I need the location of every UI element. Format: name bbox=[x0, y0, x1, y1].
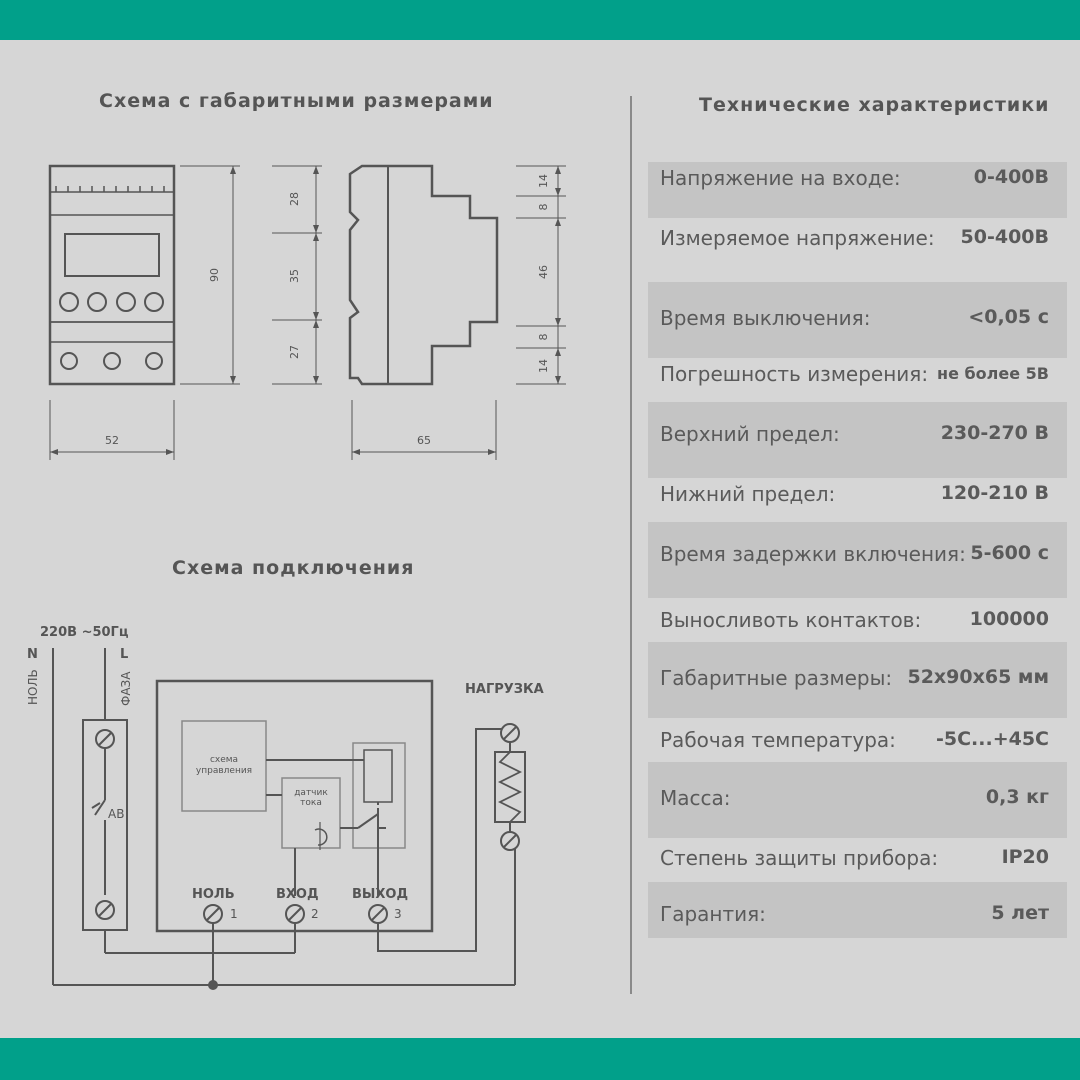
spec-value: -5С...+45С bbox=[935, 728, 1049, 750]
spec-value: IP20 bbox=[1001, 846, 1049, 868]
spec-label: Степень защиты прибора: bbox=[660, 846, 939, 870]
dim-front-width: 52 bbox=[105, 434, 119, 447]
spec-table: Напряжение на входе: 0-400В Измеряемое на… bbox=[648, 162, 1067, 942]
spec-row: Габаритные размеры: 52x90x65 мм bbox=[648, 642, 1067, 718]
side-arrows bbox=[352, 166, 561, 455]
column-divider bbox=[630, 96, 632, 994]
screw-icon bbox=[500, 831, 520, 851]
technical-drawing: 90 28 35 27 52 14 8 46 8 14 65 bbox=[26, 164, 566, 990]
spec-label: Нижний предел: bbox=[660, 482, 836, 506]
phase-label: ФАЗА bbox=[119, 671, 133, 706]
spec-row: Погрешность измерения: не более 5В bbox=[648, 358, 1067, 402]
spec-row: Время выключения: <0,05 с bbox=[648, 282, 1067, 358]
side-view bbox=[348, 164, 499, 386]
spec-row: Степень защиты прибора: IP20 bbox=[648, 838, 1067, 882]
dim-side-segment-5: 14 bbox=[537, 359, 550, 373]
terminal-number-3: 3 bbox=[394, 907, 402, 921]
screw-icon bbox=[203, 904, 223, 924]
spec-value: 0-400В bbox=[973, 166, 1049, 188]
front-dimension-lines bbox=[49, 165, 322, 460]
spec-value: 52x90x65 мм bbox=[907, 666, 1049, 688]
top-band bbox=[0, 0, 1080, 40]
spec-label: Масса: bbox=[660, 786, 731, 810]
dimensions-heading: Схема с габаритными размерами bbox=[99, 90, 494, 112]
front-arrows bbox=[50, 166, 319, 455]
spec-value: 5 лет bbox=[991, 902, 1049, 924]
front-view bbox=[48, 164, 176, 386]
spec-value: 230-270 В bbox=[940, 422, 1049, 444]
dim-front-height: 90 bbox=[208, 268, 221, 282]
terminal-number-2: 2 bbox=[311, 907, 319, 921]
terminal-label-1: НОЛЬ bbox=[192, 887, 235, 902]
phase-letter: L bbox=[120, 647, 128, 662]
spec-label: Гарантия: bbox=[660, 902, 766, 926]
spec-value: 100000 bbox=[969, 608, 1049, 630]
breaker-label: АВ bbox=[108, 807, 124, 821]
wiring-diagram bbox=[52, 648, 526, 990]
screw-icon bbox=[368, 904, 388, 924]
terminal-screws bbox=[95, 723, 520, 924]
screw-icon bbox=[95, 900, 115, 920]
spec-label: Рабочая температура: bbox=[660, 728, 896, 752]
dim-side-segment-2: 8 bbox=[537, 204, 550, 211]
terminal-label-2: ВХОД bbox=[276, 887, 319, 902]
spec-label: Время выключения: bbox=[660, 306, 871, 330]
spec-label: Время задержки включения: bbox=[660, 542, 966, 566]
bottom-band bbox=[0, 1038, 1080, 1080]
spec-row: Время задержки включения:5-600 с bbox=[648, 522, 1067, 598]
sensor-label-line1: датчик bbox=[294, 788, 328, 798]
spec-value: 120-210 В bbox=[940, 482, 1049, 504]
spec-row: Напряжение на входе: 0-400В bbox=[648, 162, 1067, 218]
dim-front-segment-2: 35 bbox=[288, 269, 301, 283]
spec-label: Напряжение на входе: bbox=[660, 166, 901, 190]
dim-front-segment-3: 27 bbox=[288, 345, 301, 359]
dim-side-segment-3: 46 bbox=[537, 265, 550, 279]
spec-row: Гарантия: 5 лет bbox=[648, 882, 1067, 938]
spec-label: Верхний предел: bbox=[660, 422, 840, 446]
specs-heading: Технические характеристики bbox=[699, 94, 1050, 116]
dim-side-segment-4: 8 bbox=[537, 334, 550, 341]
connection-heading: Схема подключения bbox=[172, 557, 415, 579]
supply-label: 220В ~50Гц bbox=[40, 625, 129, 640]
spec-value: 0,3 кг bbox=[985, 786, 1049, 808]
spec-row: Верхний предел: 230-270 В bbox=[648, 402, 1067, 478]
terminal-number-1: 1 bbox=[230, 907, 238, 921]
spec-value: не более 5В bbox=[937, 364, 1049, 383]
dim-front-segment-1: 28 bbox=[288, 192, 301, 206]
terminal-label-3: ВЫХОД bbox=[352, 887, 408, 902]
spec-label: Измеряемое напряжение: bbox=[660, 226, 935, 250]
sensor-label-line2: тока bbox=[300, 798, 322, 808]
control-circuit-box bbox=[181, 720, 267, 812]
spec-row: Рабочая температура: -5С...+45С bbox=[648, 718, 1067, 762]
load-label: НАГРУЗКА bbox=[465, 682, 544, 697]
spec-row: Измеряемое напряжение: 50-400В bbox=[648, 222, 1067, 282]
spec-value: 5-600 с bbox=[970, 542, 1049, 564]
control-label-line2: управления bbox=[196, 766, 252, 776]
spec-value: <0,05 с bbox=[968, 306, 1049, 328]
control-label-line1: схема bbox=[210, 755, 238, 765]
spec-label: Погрешность измерения: bbox=[660, 362, 929, 386]
screw-icon bbox=[95, 729, 115, 749]
screw-icon bbox=[285, 904, 305, 924]
spec-label: Выносливоть контактов: bbox=[660, 608, 922, 632]
spec-row: Нижний предел: 120-210 В bbox=[648, 478, 1067, 522]
spec-value: 50-400В bbox=[960, 226, 1049, 248]
current-sensor-box bbox=[281, 777, 341, 849]
dim-side-segment-1: 14 bbox=[537, 174, 550, 188]
spec-label: Габаритные размеры: bbox=[660, 666, 893, 690]
spec-row: Масса: 0,3 кг bbox=[648, 762, 1067, 838]
dim-side-width: 65 bbox=[417, 434, 431, 447]
device-box bbox=[155, 679, 434, 933]
neutral-letter: N bbox=[27, 647, 38, 662]
side-dimension-lines bbox=[351, 165, 566, 460]
neutral-label: НОЛЬ bbox=[26, 669, 40, 705]
screw-icon bbox=[500, 723, 520, 743]
spec-row: Выносливоть контактов: 100000 bbox=[648, 598, 1067, 642]
